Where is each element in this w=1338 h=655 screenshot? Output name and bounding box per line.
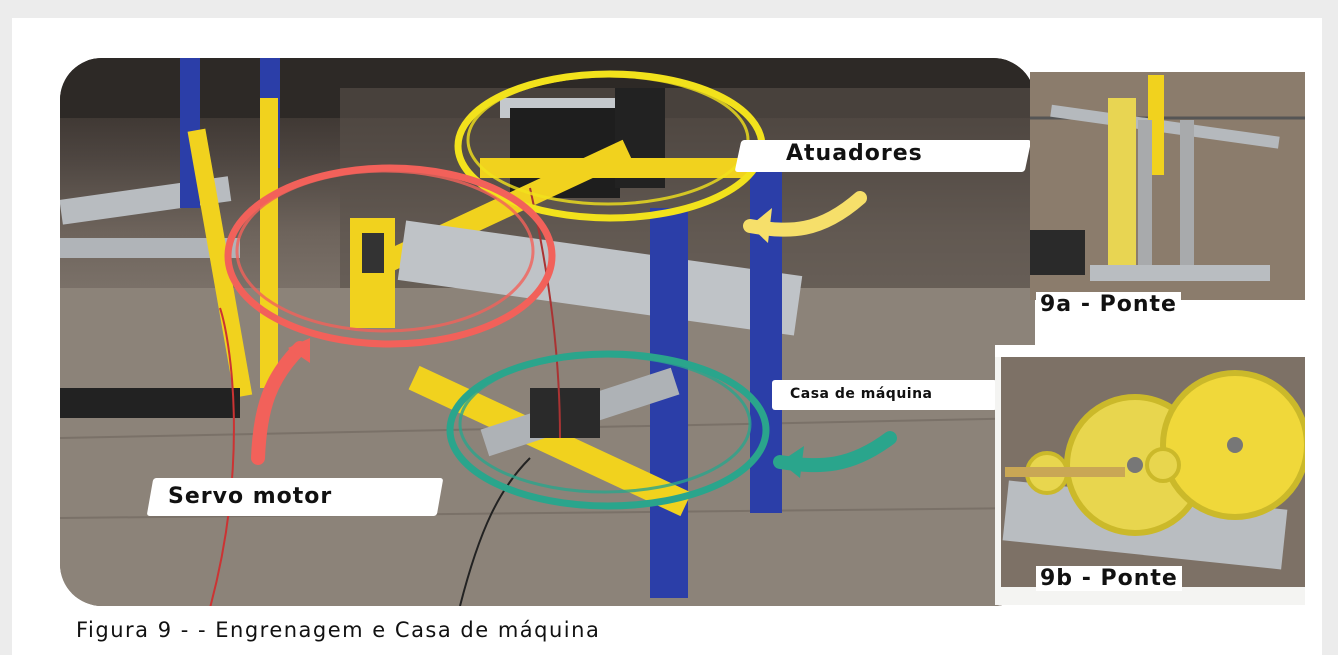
left-metal-plate-2 — [60, 238, 240, 258]
servo-body — [362, 233, 384, 273]
bottom-yellow-bar — [408, 365, 692, 517]
left-yellow-beam — [187, 128, 253, 398]
actuators-label: Atuadores — [786, 141, 923, 166]
servo-arrow — [251, 341, 307, 465]
motor-block — [530, 388, 600, 438]
machine-house-label: Casa de máquina — [790, 386, 933, 402]
thumbnail-9a-label: 9a - Ponte — [1036, 292, 1181, 317]
left-yellow-beam-2 — [260, 98, 278, 388]
thumbnail-9b-drawing — [995, 345, 1305, 587]
machine-house-label-brush — [772, 380, 997, 410]
front-blue-beam — [650, 208, 688, 598]
left-black-base — [60, 388, 240, 418]
thumbnail-9a-drawing — [1030, 60, 1305, 300]
middle-metal-plate — [397, 220, 803, 336]
servo-circle — [224, 164, 556, 348]
thumbnail-9a — [1030, 60, 1305, 300]
servo-label: Servo motor — [168, 484, 333, 509]
thumbnail-9b-label: 9b - Ponte — [1036, 566, 1182, 591]
thumbnail-9b — [995, 345, 1305, 605]
main-photo-drawing — [60, 58, 1035, 606]
figure-caption: Figura 9 - - Engrenagem e Casa de máquin… — [76, 618, 601, 642]
machine-house-circle — [446, 350, 770, 510]
